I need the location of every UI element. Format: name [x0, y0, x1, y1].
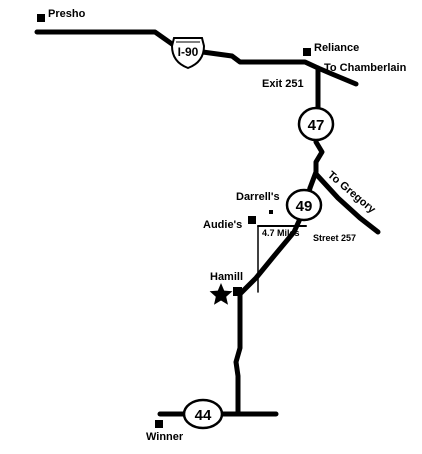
- street-257-label: Street 257: [313, 233, 356, 243]
- interstate-shield-icon: I-90: [170, 37, 206, 70]
- distance-label: 4.7 Miles: [262, 228, 300, 238]
- hamill-label: Hamill: [210, 271, 243, 283]
- presho-label: Presho: [48, 8, 86, 20]
- darrells-town-icon: [269, 210, 273, 214]
- winner-town-icon: [155, 420, 163, 428]
- star-icon: [209, 283, 233, 305]
- to-chamberlain-label: To Chamberlain: [324, 62, 407, 74]
- exit-label: Exit 251: [262, 78, 304, 90]
- route-49-shield-icon: 49: [285, 188, 323, 222]
- reliance-town-icon: [303, 48, 311, 56]
- audies-label: Audie's: [203, 219, 242, 231]
- route-47-label: 47: [308, 117, 325, 134]
- audies-town-icon: [248, 216, 256, 224]
- interstate-label: I-90: [178, 45, 199, 59]
- road-interstate-90: [34, 29, 359, 87]
- reliance-label: Reliance: [314, 42, 359, 54]
- winner-label: Winner: [146, 431, 184, 443]
- route-44-shield-icon: 44: [182, 398, 224, 430]
- darrells-label: Darrell's: [236, 191, 280, 203]
- route-44-label: 44: [195, 407, 212, 424]
- route-47-shield-icon: 47: [297, 106, 335, 142]
- presho-town-icon: [37, 14, 45, 22]
- route-49-label: 49: [296, 198, 313, 215]
- hamill-town-icon: [233, 287, 242, 296]
- road-south-to-winner: [233, 291, 243, 417]
- road-to-gregory: [313, 171, 381, 235]
